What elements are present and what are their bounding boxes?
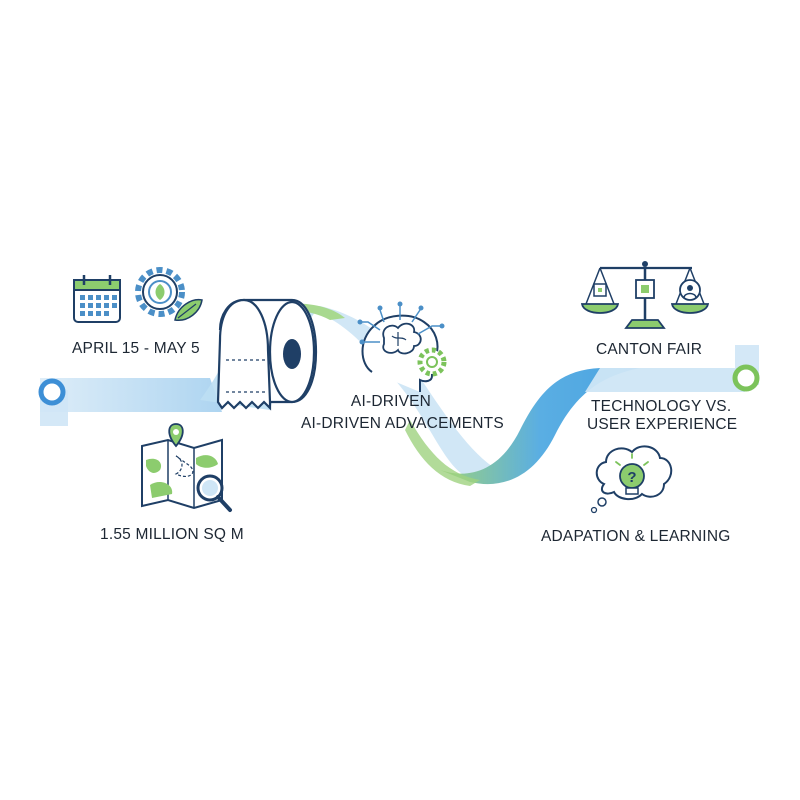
adaptation-label: ADAPATION & LEARNING <box>541 528 731 545</box>
start-node <box>38 378 66 406</box>
date-range-label: APRIL 15 - MAY 5 <box>72 340 200 357</box>
ai-brain-head-icon <box>357 301 447 392</box>
ribbon-s-wave-front <box>440 368 640 485</box>
balance-scale-icon <box>580 261 710 329</box>
tech-label-line2: USER EXPERIENCE <box>587 416 738 433</box>
ai-title-label: AI-DRIVEN <box>350 393 432 410</box>
ai-subtitle-label: AI-DRIVEN ADVACEMENTS <box>301 415 504 432</box>
ribbon-lower-shadow <box>405 420 480 486</box>
toilet-paper-roll-icon <box>216 298 318 411</box>
svg-text:?: ? <box>627 469 636 486</box>
calendar-icon <box>73 275 121 323</box>
canton-fair-label: CANTON FAIR <box>596 341 703 358</box>
area-label: 1.55 MILLION SQ M <box>100 526 244 543</box>
eco-gear-icon <box>135 267 203 321</box>
ribbon-s-wave-back <box>265 305 510 478</box>
end-node <box>732 364 760 392</box>
ribbon-right-segment <box>585 368 745 392</box>
ribbon-left-segment <box>40 378 222 412</box>
tech-label-line1: TECHNOLOGY VS. <box>591 398 732 415</box>
idea-bulb-bubble-icon: ? <box>590 445 673 514</box>
map-search-icon <box>141 423 232 512</box>
